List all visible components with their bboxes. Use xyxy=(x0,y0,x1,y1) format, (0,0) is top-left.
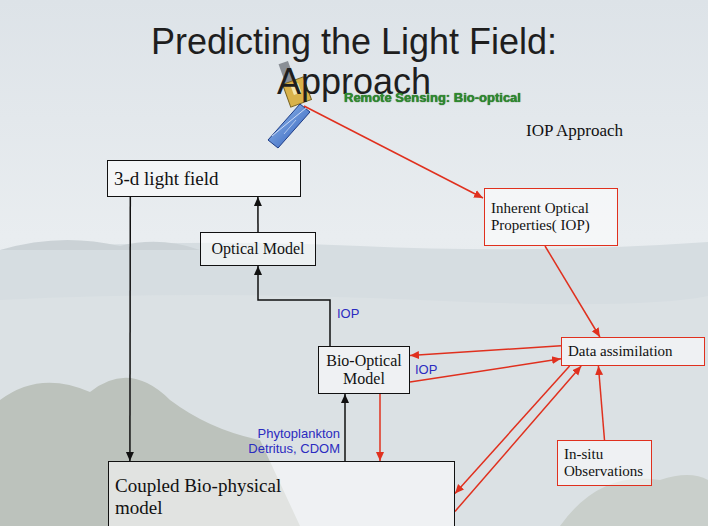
connector-arrow xyxy=(257,197,259,232)
box-label: Optical Model xyxy=(207,240,309,258)
connector-arrow xyxy=(344,394,346,461)
edge-label: Phytoplankton Detritus, CDOM xyxy=(236,426,340,456)
box-label: Coupled Bio-physical model xyxy=(115,475,315,519)
remote-sensing-line xyxy=(304,106,483,198)
box-label: 3-d light field xyxy=(114,168,294,190)
connector-arrow xyxy=(598,366,604,440)
box-label: Bio-Optical Model xyxy=(325,352,403,388)
connector-arrow xyxy=(410,346,561,356)
connector-arrow xyxy=(258,266,330,346)
connector-arrow xyxy=(455,366,570,493)
box-label: Data assimilation xyxy=(568,343,698,360)
connector-arrow xyxy=(410,359,561,382)
approach-label: IOP Approach xyxy=(526,121,623,141)
connector-arrow xyxy=(129,197,131,461)
output-box: 3-d light field xyxy=(107,160,301,197)
input-box: In-situ Observations xyxy=(557,440,652,486)
model-box: Coupled Bio-physical model xyxy=(108,461,455,526)
connector-arrow xyxy=(545,246,600,337)
edge-label: IOP xyxy=(337,306,377,321)
model-box: Optical Model xyxy=(200,232,316,266)
connector-arrow xyxy=(379,394,381,461)
box-label: Inherent Optical Properties( IOP) xyxy=(491,200,611,234)
model-box: Bio-Optical Model xyxy=(318,346,410,394)
process-box: Data assimilation xyxy=(561,337,705,366)
connector-arrow xyxy=(455,366,581,511)
input-box: Inherent Optical Properties( IOP) xyxy=(484,188,618,246)
remote-sensing-label: Remote Sensing: Bio-optical xyxy=(344,90,521,105)
box-label: In-situ Observations xyxy=(564,446,645,480)
edge-label: IOP xyxy=(415,362,455,377)
